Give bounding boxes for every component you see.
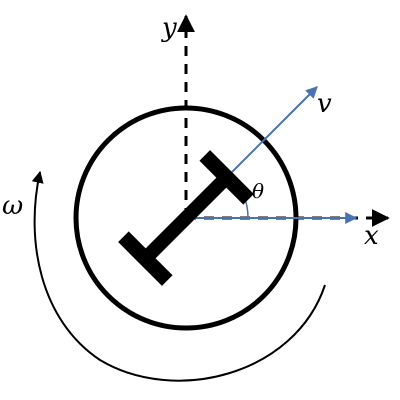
y-axis-label: y <box>161 13 177 43</box>
omega-label: ω <box>2 191 23 221</box>
theta-label: θ <box>252 179 264 203</box>
wheel-axle <box>118 150 254 286</box>
x-axis-label: x <box>364 221 379 251</box>
angular-velocity-arc <box>31 170 326 382</box>
velocity-label: v <box>317 89 332 119</box>
